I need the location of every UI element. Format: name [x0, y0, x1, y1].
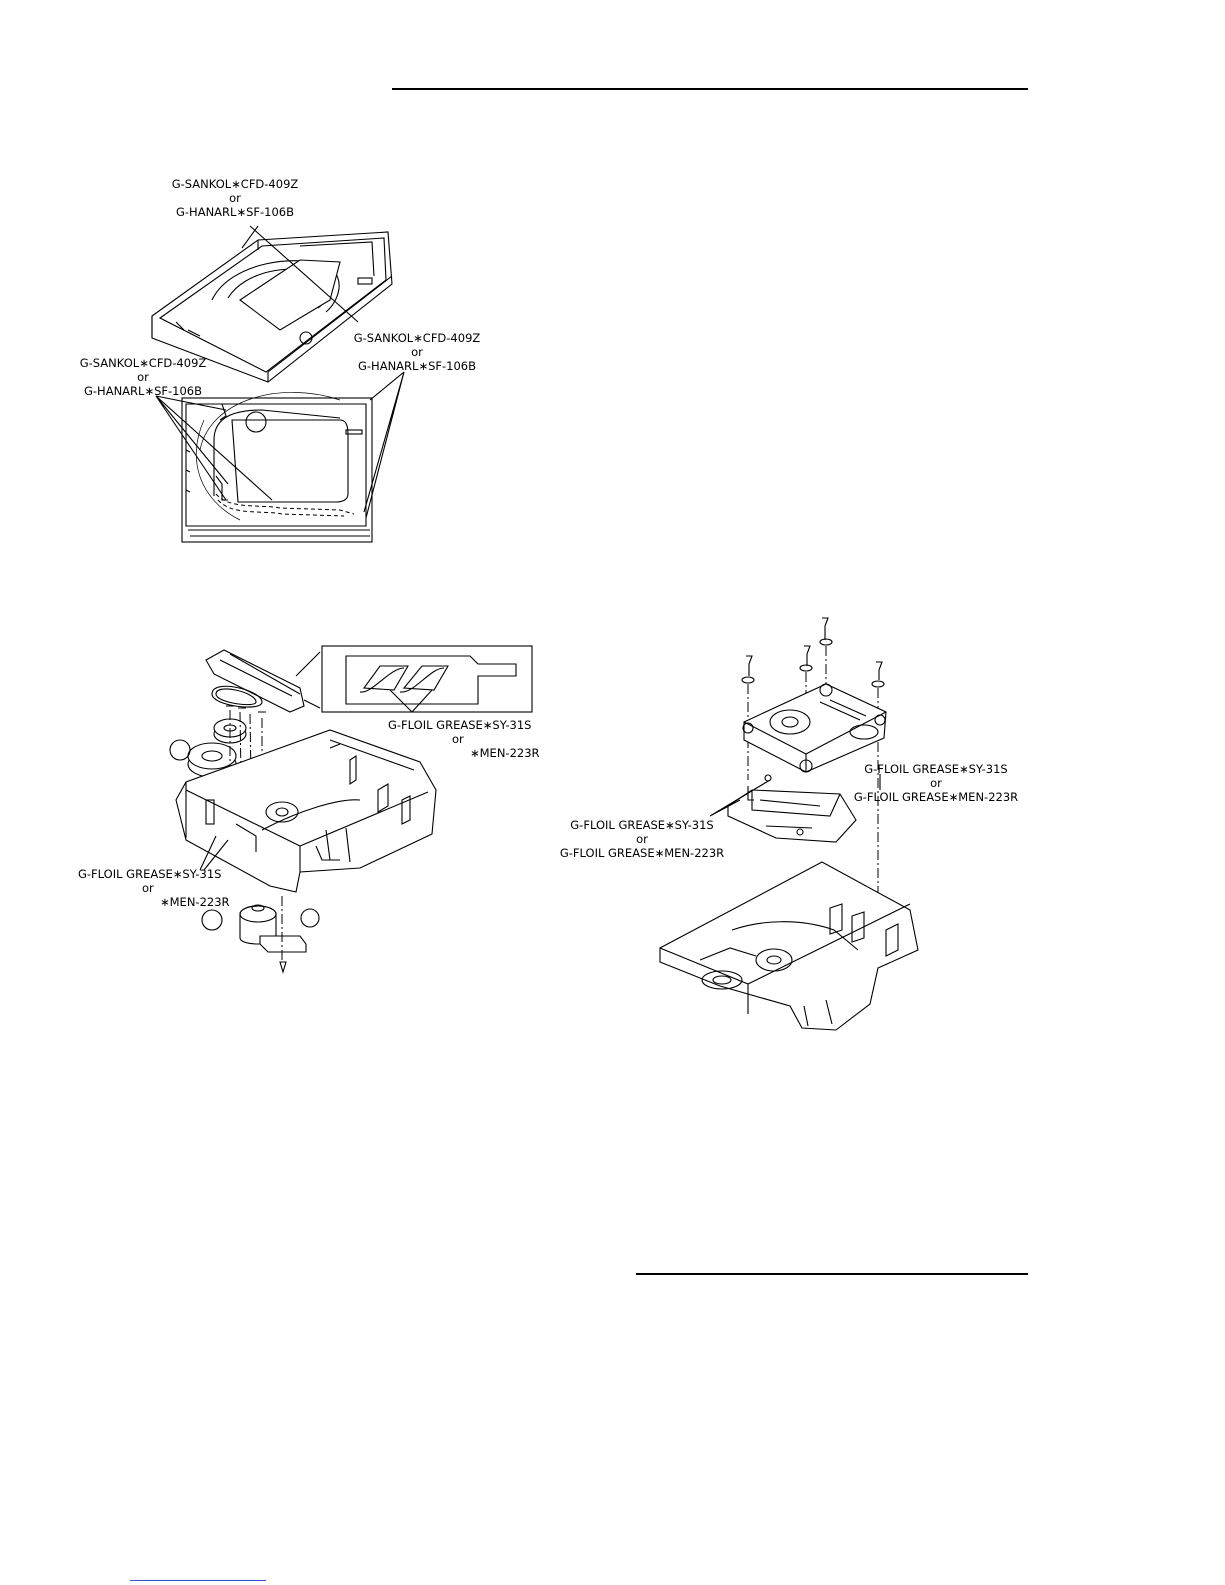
mech-grease-label-right: G-FLOIL GREASE∗SY-31S or G-FLOIL GREASE∗…: [852, 762, 1020, 804]
mech-grease-label-left: G-FLOIL GREASE∗SY-31S or G-FLOIL GREASE∗…: [556, 818, 728, 860]
top-grease-label-right: G-SANKOL∗CFD-409Z or G-HANARL∗SF-106B: [342, 331, 492, 373]
gear-grease-label-inset: G-FLOIL GREASE∗SY-31S or ∗MEN-223R: [388, 718, 538, 760]
tray-grease-label-left: G-SANKOL∗CFD-409Z or G-HANARL∗SF-106B: [70, 356, 216, 398]
top-grease-label-left: G-SANKOL∗CFD-409Z or G-HANARL∗SF-106B: [158, 177, 312, 219]
gear-grease-label-bottom: G-FLOIL GREASE∗SY-31S or ∗MEN-223R: [78, 867, 248, 909]
gear-assembly-figure: [170, 646, 532, 972]
